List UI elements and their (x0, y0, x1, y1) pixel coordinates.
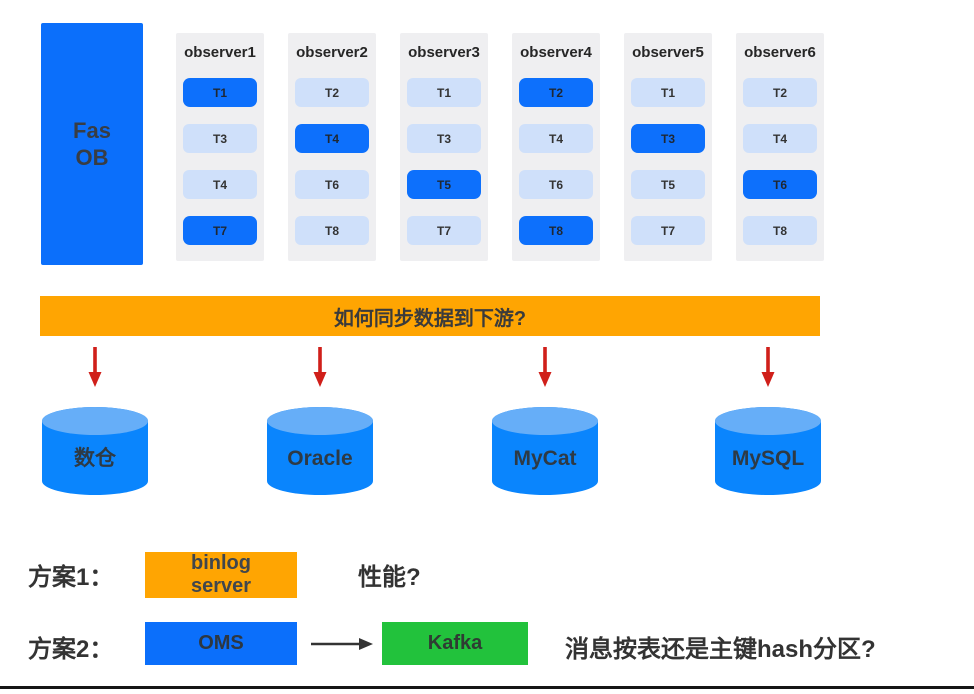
downstream-sink: Oracle (267, 347, 373, 502)
question-banner-text: 如何同步数据到下游? (333, 307, 527, 330)
right-arrow-icon (311, 636, 373, 657)
down-arrow-icon (760, 347, 776, 392)
observer-title: observer3 (408, 44, 480, 61)
database-cylinder-icon: Oracle (267, 407, 373, 502)
table-chip: T3 (183, 124, 257, 153)
table-chip: T2 (743, 78, 817, 107)
table-chip-leader: T8 (519, 216, 593, 245)
source-db-label: Fas OB (73, 117, 111, 171)
bottom-divider (0, 686, 974, 689)
down-arrow-icon (87, 347, 103, 392)
table-chip: T6 (519, 170, 593, 199)
database-cylinder-icon: MyCat (492, 407, 598, 502)
sink-label: 数仓 (74, 446, 117, 470)
binlog-server-label: binlog server (190, 552, 252, 597)
table-chip: T4 (183, 170, 257, 199)
table-chip-leader: T2 (519, 78, 593, 107)
scheme2-label: 方案2： (28, 636, 114, 663)
table-chip-leader: T7 (183, 216, 257, 245)
table-chip: T4 (519, 124, 593, 153)
table-chip: T4 (743, 124, 817, 153)
binlog-server-box: binlog server (145, 552, 297, 598)
observer-title: observer2 (296, 44, 368, 61)
table-chip-leader: T6 (743, 170, 817, 199)
table-chip-leader: T5 (407, 170, 481, 199)
table-chip: T5 (631, 170, 705, 199)
table-chip: T1 (407, 78, 481, 107)
table-chip: T1 (631, 78, 705, 107)
kafka-label: Kafka (427, 632, 483, 654)
source-db-box: Fas OB (41, 23, 143, 265)
table-chip: T7 (407, 216, 481, 245)
down-arrow-icon (312, 347, 328, 392)
scheme1-note: 性能? (358, 564, 421, 591)
table-chip: T8 (295, 216, 369, 245)
scheme2-note: 消息按表还是主键hash分区? (565, 636, 876, 663)
scheme1-label: 方案1： (28, 564, 114, 591)
down-arrow-icon (537, 347, 553, 392)
table-chip: T2 (295, 78, 369, 107)
observer-title: observer5 (632, 44, 704, 61)
sink-label: MySQL (732, 447, 805, 470)
table-chip: T8 (743, 216, 817, 245)
question-banner: 如何同步数据到下游? (40, 296, 820, 336)
table-chip-leader: T1 (183, 78, 257, 107)
kafka-box: Kafka (382, 622, 528, 665)
observer-title: observer6 (744, 44, 816, 61)
table-chip-leader: T4 (295, 124, 369, 153)
table-chip: T3 (407, 124, 481, 153)
database-cylinder-icon: 数仓 (42, 407, 148, 502)
table-chip: T7 (631, 216, 705, 245)
oms-box: OMS (145, 622, 297, 665)
observer-title: observer1 (184, 44, 256, 61)
observer-title: observer4 (520, 44, 592, 61)
sink-label: MyCat (513, 447, 576, 470)
downstream-sink: 数仓 (42, 347, 148, 502)
sink-label: Oracle (287, 447, 352, 470)
oms-label: OMS (198, 632, 244, 654)
downstream-sink: MySQL (715, 347, 821, 502)
database-cylinder-icon: MySQL (715, 407, 821, 502)
table-chip-leader: T3 (631, 124, 705, 153)
downstream-sink: MyCat (492, 347, 598, 502)
table-chip: T6 (295, 170, 369, 199)
